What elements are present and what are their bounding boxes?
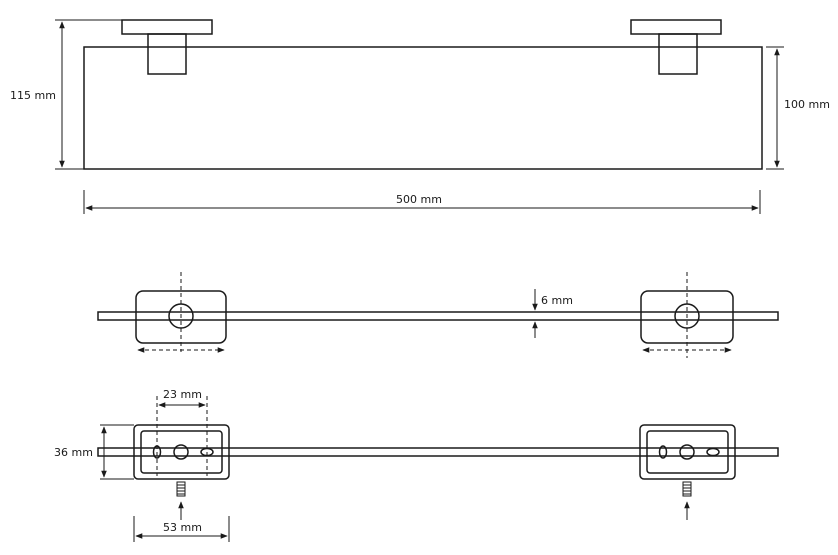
right-bracket-body	[658, 33, 698, 75]
front-view: 115 mm 100 mm 500 mm	[10, 19, 830, 214]
right-slot-hole-horizontal	[706, 447, 720, 457]
thickness-6-label: 6 mm	[541, 294, 573, 307]
left-bracket-outer-back	[133, 424, 230, 480]
right-slot-hole-vertical	[658, 445, 668, 459]
glass-shelf-front	[83, 46, 763, 170]
right-bracket-outer-back	[639, 424, 736, 480]
right-bracket-cap	[630, 19, 722, 35]
width-500-label: 500 mm	[396, 193, 442, 206]
left-bracket-cap	[121, 19, 213, 35]
bracket-height-36-label: 36 mm	[54, 446, 93, 459]
rod-back	[97, 447, 779, 457]
right-centre-hole	[679, 444, 695, 460]
left-bracket-inner-back	[140, 430, 223, 474]
right-screw-icon	[682, 481, 692, 497]
height-100-label: 100 mm	[784, 98, 830, 111]
left-bracket-body	[147, 33, 187, 75]
top-view: 6 mm	[97, 272, 779, 358]
bracket-width-53-label: 53 mm	[163, 521, 202, 534]
hole-spacing-23-label: 23 mm	[163, 388, 202, 401]
left-screw-icon	[176, 481, 186, 497]
wall-view: 23 mm 36 mm 53 mm	[54, 388, 779, 542]
height-115-label: 115 mm	[10, 89, 56, 102]
right-bracket-inner-back	[646, 430, 729, 474]
glass-shelf-top	[97, 311, 779, 321]
left-centre-hole	[173, 444, 189, 460]
